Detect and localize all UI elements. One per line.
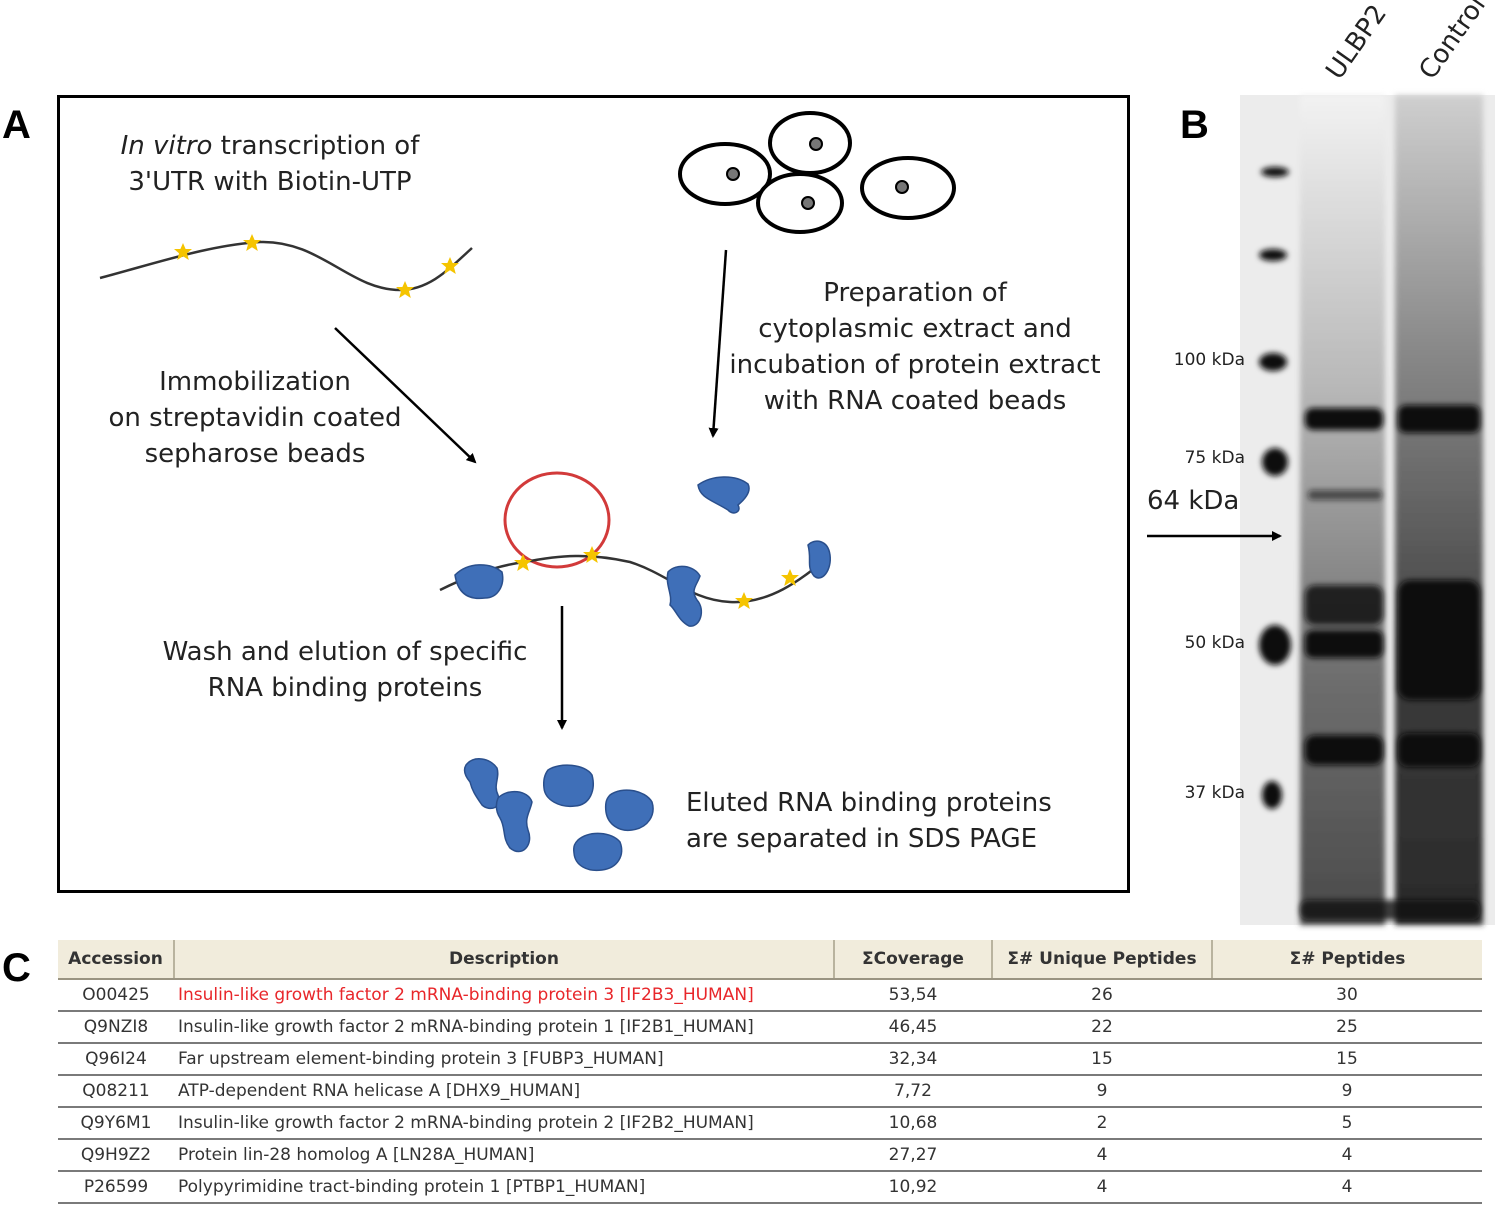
cell-description: Insulin-like growth factor 2 mRNA-bindin… xyxy=(174,1011,834,1044)
header-accession[interactable]: Accession xyxy=(58,940,175,980)
header-peptides[interactable]: Σ# Peptides xyxy=(1212,940,1482,980)
cell-peptides: 30 xyxy=(1212,979,1482,1012)
cell-accession: Q9Y6M1 xyxy=(58,1107,174,1140)
cells-icon xyxy=(678,111,956,234)
gel-image xyxy=(1240,95,1495,925)
table-row[interactable]: Q9H9Z2 Protein lin-28 homolog A [LN28A_H… xyxy=(58,1139,1482,1172)
cell-peptides: 9 xyxy=(1212,1075,1482,1108)
table-row[interactable]: P26599 Polypyrimidine tract-binding prot… xyxy=(58,1171,1482,1204)
cell-unique-peptides: 4 xyxy=(992,1171,1212,1204)
cell-peptides: 5 xyxy=(1212,1107,1482,1140)
header-coverage[interactable]: ΣCoverage xyxy=(834,940,993,980)
cell-unique-peptides: 15 xyxy=(992,1043,1212,1076)
cell-coverage: 32,34 xyxy=(834,1043,992,1076)
cell-description: ATP-dependent RNA helicase A [DHX9_HUMAN… xyxy=(174,1075,834,1108)
cell-description: Polypyrimidine tract-binding protein 1 [… xyxy=(174,1171,834,1204)
cell-accession: O00425 xyxy=(58,979,174,1012)
table-header-row: Accession Description ΣCoverage Σ# Uniqu… xyxy=(58,940,1482,980)
marker-75kda: 75 kDa xyxy=(1184,448,1245,468)
cell-peptides: 25 xyxy=(1212,1011,1482,1044)
lane-ulbp2 xyxy=(1300,95,1385,925)
cell-description: Protein lin-28 homolog A [LN28A_HUMAN] xyxy=(174,1139,834,1172)
cell-coverage: 10,92 xyxy=(834,1171,992,1204)
marker-50kda: 50 kDa xyxy=(1184,633,1245,653)
step-immobilization-line: sepharose beads xyxy=(144,439,366,469)
cell-accession: Q9H9Z2 xyxy=(58,1139,174,1172)
cell-unique-peptides: 26 xyxy=(992,979,1212,1012)
panel-label-c: C xyxy=(2,946,31,990)
step-wash-elution: Wash and elution of specific RNA binding… xyxy=(150,634,540,706)
cell-coverage: 46,45 xyxy=(834,1011,992,1044)
step-immobilization-line: on streptavidin coated xyxy=(108,403,402,433)
table-row[interactable]: Q96I24 Far upstream element-binding prot… xyxy=(58,1043,1482,1076)
cell-description: Far upstream element-binding protein 3 [… xyxy=(174,1043,834,1076)
arrow-immobilization xyxy=(334,327,477,464)
cell-accession: Q9NZI8 xyxy=(58,1011,174,1044)
cell-description: Insulin-like growth factor 2 mRNA-bindin… xyxy=(174,979,834,1012)
cell-coverage: 10,68 xyxy=(834,1107,992,1140)
cell-coverage: 7,72 xyxy=(834,1075,992,1108)
step-sds-page: Eluted RNA binding proteins are separate… xyxy=(686,785,1052,857)
cell-accession: P26599 xyxy=(58,1171,174,1204)
step-transcription-italic: In vitro xyxy=(120,131,213,161)
step-immobilization: Immobilization on streptavidin coated se… xyxy=(95,364,415,472)
sepharose-bead xyxy=(503,471,611,569)
cell-accession: Q96I24 xyxy=(58,1043,174,1076)
cell-unique-peptides: 22 xyxy=(992,1011,1212,1044)
cell-description: Insulin-like growth factor 2 mRNA-bindin… xyxy=(174,1107,834,1140)
peptide-table: Accession Description ΣCoverage Σ# Uniqu… xyxy=(58,940,1482,1204)
step-extract-line: Preparation of xyxy=(823,278,1007,308)
cell-peptides: 4 xyxy=(1212,1139,1482,1172)
cell-peptides: 15 xyxy=(1212,1043,1482,1076)
biotin-star xyxy=(781,569,799,586)
panel-label-b: B xyxy=(1180,103,1209,147)
step-extract: Preparation of cytoplasmic extract and i… xyxy=(720,275,1110,419)
cell-coverage: 27,27 xyxy=(834,1139,992,1172)
cell-unique-peptides: 4 xyxy=(992,1139,1212,1172)
header-description[interactable]: Description xyxy=(174,940,835,980)
step-wash-line: Wash and elution of specific xyxy=(162,637,528,667)
schematic-panel xyxy=(57,95,1130,893)
step-immobilization-line: Immobilization xyxy=(159,367,351,397)
step-sds-line: are separated in SDS PAGE xyxy=(686,824,1038,854)
protein-blobs xyxy=(454,476,831,872)
cell-unique-peptides: 2 xyxy=(992,1107,1212,1140)
cell-peptides: 4 xyxy=(1212,1171,1482,1204)
panel-label-a: A xyxy=(2,103,31,147)
lane-control xyxy=(1395,95,1483,925)
step-extract-line: cytoplasmic extract and xyxy=(758,314,1072,344)
table-row[interactable]: Q9NZI8 Insulin-like growth factor 2 mRNA… xyxy=(58,1011,1482,1044)
table-row[interactable]: Q9Y6M1 Insulin-like growth factor 2 mRNA… xyxy=(58,1107,1482,1140)
marker-37kda: 37 kDa xyxy=(1184,783,1245,803)
table-row[interactable]: Q08211 ATP-dependent RNA helicase A [DHX… xyxy=(58,1075,1482,1108)
step-transcription-line2: 3'UTR with Biotin-UTP xyxy=(128,167,412,197)
cell-coverage: 53,54 xyxy=(834,979,992,1012)
step-wash-line: RNA binding proteins xyxy=(207,673,483,703)
arrow-extract xyxy=(708,249,728,438)
rna-strand-middle xyxy=(439,554,826,604)
header-unique-peptides[interactable]: Σ# Unique Peptides xyxy=(992,940,1213,980)
step-sds-line: Eluted RNA binding proteins xyxy=(686,788,1052,818)
step-extract-line: with RNA coated beads xyxy=(763,386,1067,416)
marker-100kda: 100 kDa xyxy=(1173,350,1245,370)
cell-unique-peptides: 9 xyxy=(992,1075,1212,1108)
arrow-label-64kda: 64 kDa xyxy=(1147,486,1240,516)
table-row[interactable]: O00425 Insulin-like growth factor 2 mRNA… xyxy=(58,979,1482,1012)
step-transcription: In vitro transcription of 3'UTR with Bio… xyxy=(110,128,430,200)
cell-accession: Q08211 xyxy=(58,1075,174,1108)
step-extract-line: incubation of protein extract xyxy=(729,350,1101,380)
rna-strand-top xyxy=(99,240,473,292)
step-transcription-rest: transcription of xyxy=(212,131,420,161)
